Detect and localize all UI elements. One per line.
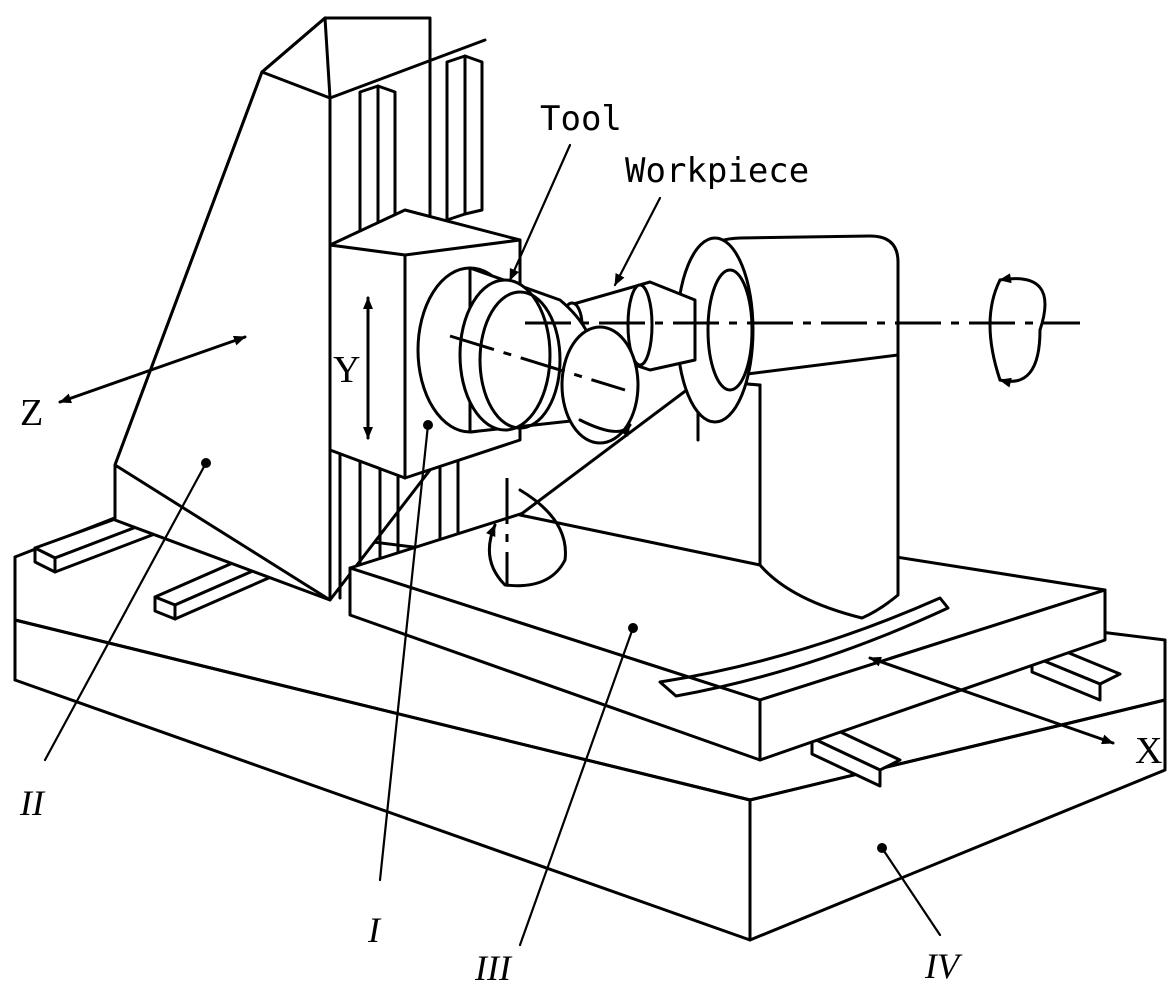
part-iv-label: IV xyxy=(924,946,963,986)
workpiece-leader xyxy=(613,196,662,287)
tool-leader xyxy=(508,143,572,282)
y-axis-label: Y xyxy=(333,349,360,391)
part-iii-leader xyxy=(518,626,635,947)
part-iv-marker xyxy=(877,843,887,853)
z-axis-label: Z xyxy=(20,392,43,434)
part-i-leader xyxy=(378,423,430,882)
tool-label: Tool xyxy=(540,99,622,139)
part-iii-marker xyxy=(628,623,638,633)
part-ii-marker xyxy=(201,458,211,468)
spindle-box-i xyxy=(328,208,640,480)
x-axis-arrow xyxy=(868,656,1115,745)
part-iv-leader xyxy=(880,846,942,937)
tool-rotation-arrow xyxy=(578,418,632,437)
tool-axis-line xyxy=(449,334,626,392)
part-i-label: I xyxy=(367,910,382,950)
workpiece-rotation-arrows xyxy=(988,273,1047,388)
z-axis-arrow xyxy=(58,335,247,404)
workpiece-label: Workpiece xyxy=(625,151,809,191)
part-ii-leader xyxy=(43,461,208,762)
part-iii-label: III xyxy=(474,948,513,987)
x-axis-label: X xyxy=(1135,730,1162,772)
part-ii-label: II xyxy=(19,783,46,823)
table-rotation-arrow xyxy=(486,488,567,588)
part-i-marker xyxy=(423,420,433,430)
base-guide-rails xyxy=(33,508,1122,788)
